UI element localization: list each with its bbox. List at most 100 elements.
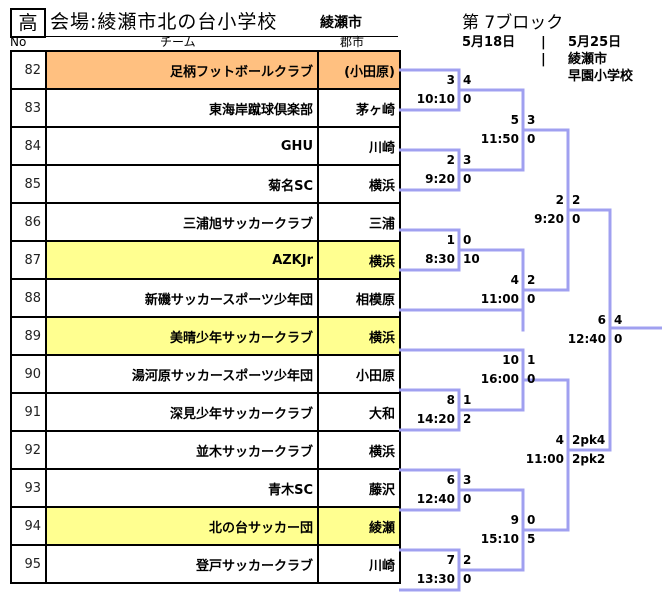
match-number: 6	[446, 473, 455, 487]
team-city: 相模原	[317, 278, 401, 318]
team-city: 川崎	[317, 544, 401, 584]
grade-badge: 高	[10, 8, 46, 38]
team-number: 90	[10, 354, 47, 394]
score-top: 1	[527, 353, 536, 367]
match-time: 14:20	[416, 412, 455, 426]
match-number: 1	[446, 233, 455, 247]
score-bottom: 0	[572, 212, 581, 226]
match-time: 9:20	[425, 172, 455, 186]
team-name: 北の台サッカー団	[45, 506, 319, 546]
team-name: 東海岸蹴球倶楽部	[45, 88, 319, 128]
match-number: 3	[446, 73, 455, 87]
score-bottom: 0	[463, 92, 472, 106]
score-top: 2pk4	[572, 433, 606, 447]
score-top: 2	[527, 273, 536, 287]
team-number: 89	[10, 316, 47, 356]
score-bottom: 2pk2	[572, 452, 606, 466]
score-bottom: 2	[463, 412, 472, 426]
team-number: 91	[10, 392, 47, 432]
match-number: 5	[510, 113, 519, 127]
team-city: 綾瀬	[317, 506, 401, 546]
team-number: 93	[10, 468, 47, 508]
team-name: 菊名SC	[45, 164, 319, 204]
team-city: 大和	[317, 392, 401, 432]
match-number: 2	[555, 193, 564, 207]
match-time: 12:40	[416, 492, 455, 506]
team-city: 茅ヶ崎	[317, 88, 401, 128]
match-number: 6	[597, 313, 606, 327]
score-top: 2	[463, 553, 472, 567]
match-time: 12:40	[567, 332, 606, 346]
column-header-no: No	[10, 35, 27, 49]
team-city: 藤沢	[317, 468, 401, 508]
team-number: 83	[10, 88, 47, 128]
match-time: 11:00	[480, 292, 519, 306]
score-top: 4	[614, 313, 623, 327]
schedule-day2-venue: 早園小学校	[568, 69, 634, 84]
venue-title: 会場:綾瀬市北の台小学校	[50, 11, 278, 33]
score-bottom: 0	[614, 332, 623, 346]
match-number: 2	[446, 153, 455, 167]
match-time: 8:30	[425, 252, 455, 266]
score-top: 4	[463, 73, 472, 87]
team-number: 87	[10, 240, 47, 280]
score-top: 3	[463, 473, 472, 487]
team-number: 95	[10, 544, 47, 584]
team-name: 深見少年サッカークラブ	[45, 392, 319, 432]
team-number: 88	[10, 278, 47, 318]
match-number: 10	[502, 353, 519, 367]
match-number: 4	[555, 433, 564, 447]
block-title: 第 7ブロック	[462, 13, 564, 33]
score-top: 0	[463, 233, 472, 247]
score-bottom: 0	[527, 292, 536, 306]
team-name: 湯河原サッカースポーツ少年団	[45, 354, 319, 394]
match-time: 13:30	[416, 572, 455, 586]
score-top: 1	[463, 393, 472, 407]
team-city: 横浜	[317, 316, 401, 356]
column-header-team: チーム	[160, 35, 196, 49]
score-top: 3	[463, 153, 472, 167]
team-name: 登戸サッカークラブ	[45, 544, 319, 584]
match-number: 7	[446, 553, 455, 567]
score-top: 0	[527, 513, 536, 527]
venue-city: 綾瀬市	[320, 15, 362, 31]
team-city: 小田原	[317, 354, 401, 394]
schedule-day1: 5月18日	[462, 35, 516, 50]
team-name: 美晴少年サッカークラブ	[45, 316, 319, 356]
team-name: 青木SC	[45, 468, 319, 508]
score-bottom: 0	[463, 572, 472, 586]
team-number: 82	[10, 50, 47, 90]
title-divider	[10, 36, 398, 37]
team-number: 84	[10, 126, 47, 166]
schedule-separator: |	[541, 52, 546, 67]
score-top: 2	[572, 193, 581, 207]
team-name: 並木サッカークラブ	[45, 430, 319, 470]
match-number: 4	[510, 273, 519, 287]
team-name: 新磯サッカースポーツ少年団	[45, 278, 319, 318]
score-bottom: 0	[527, 132, 536, 146]
match-number: 8	[446, 393, 455, 407]
column-header-city: 郡市	[340, 35, 365, 49]
team-name: 足柄フットボールクラブ	[45, 50, 319, 90]
team-name: GHU	[45, 126, 319, 166]
team-name: 三浦旭サッカークラブ	[45, 202, 319, 242]
team-name: AZKJr	[45, 240, 319, 280]
schedule-day2: 5月25日	[568, 35, 622, 50]
team-number: 86	[10, 202, 47, 242]
score-bottom: 0	[463, 492, 472, 506]
